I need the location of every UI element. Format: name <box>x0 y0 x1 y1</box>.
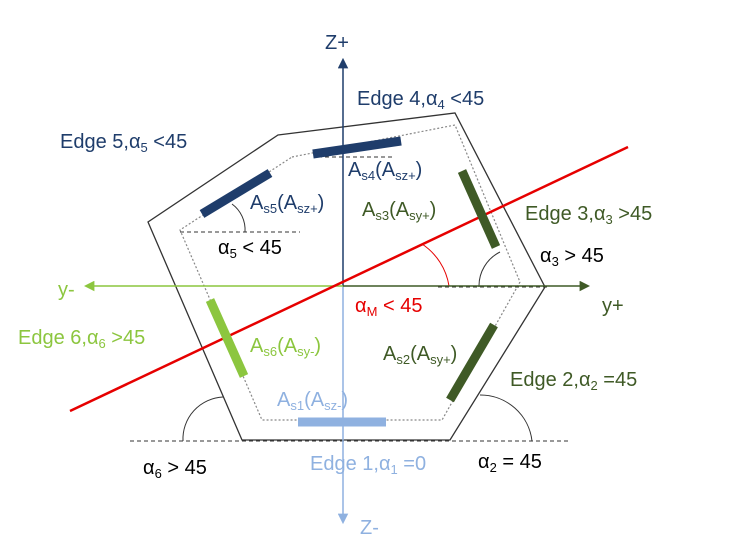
arc-alpha3 <box>478 251 501 288</box>
y-plus-label: y+ <box>602 295 624 317</box>
edge-4-label: Edge 4,α4 <45 <box>357 88 485 112</box>
outer-hexagon <box>147 112 546 441</box>
edge-1-label: Edge 1,α1 =0 <box>310 453 427 477</box>
angle-alpha5-label: α5 < 45 <box>218 237 282 261</box>
edge-3-label: Edge 3,α3 >45 <box>525 203 653 227</box>
arc-alpha2 <box>479 394 533 442</box>
angle-alpha6-label: α6 > 45 <box>143 457 207 481</box>
area-bar-s3 <box>457 169 501 249</box>
edge-2-label: Edge 2,α2 =45 <box>510 369 638 393</box>
area-s6-label: As6(Asy-) <box>250 335 322 359</box>
arc-alphaM <box>421 243 450 287</box>
area-bar-s6 <box>205 298 249 378</box>
principal-axis-red-line <box>69 145 629 413</box>
area-s3-label: As3(Asy+) <box>362 199 437 223</box>
y-minus-label: y- <box>58 279 75 301</box>
inner-dotted-hexagon <box>179 124 521 421</box>
arc-alpha5 <box>231 203 246 233</box>
area-s5-label: As5(Asz+) <box>250 192 325 216</box>
area-bar-s5 <box>199 169 273 218</box>
arc-alpha6 <box>182 396 224 442</box>
angle-alpha2-label: α2 = 45 <box>478 451 542 475</box>
angle-alpha3-label: α3 > 45 <box>540 245 604 269</box>
angle-alphaM-label: αM < 45 <box>355 295 423 319</box>
z-plus-label: Z+ <box>325 32 349 54</box>
edge-6-label: Edge 6,α6 >45 <box>18 327 146 351</box>
area-bar-s2 <box>446 322 498 403</box>
area-s2-label: As2(Asy+) <box>383 343 458 367</box>
z-minus-label: Z- <box>360 517 379 539</box>
edge-5-label: Edge 5,α5 <45 <box>60 131 188 155</box>
area-bar-s4 <box>312 136 402 159</box>
area-s4-label: As4(Asz+) <box>348 159 423 183</box>
area-s1-label: As1(Asz-) <box>277 389 349 413</box>
